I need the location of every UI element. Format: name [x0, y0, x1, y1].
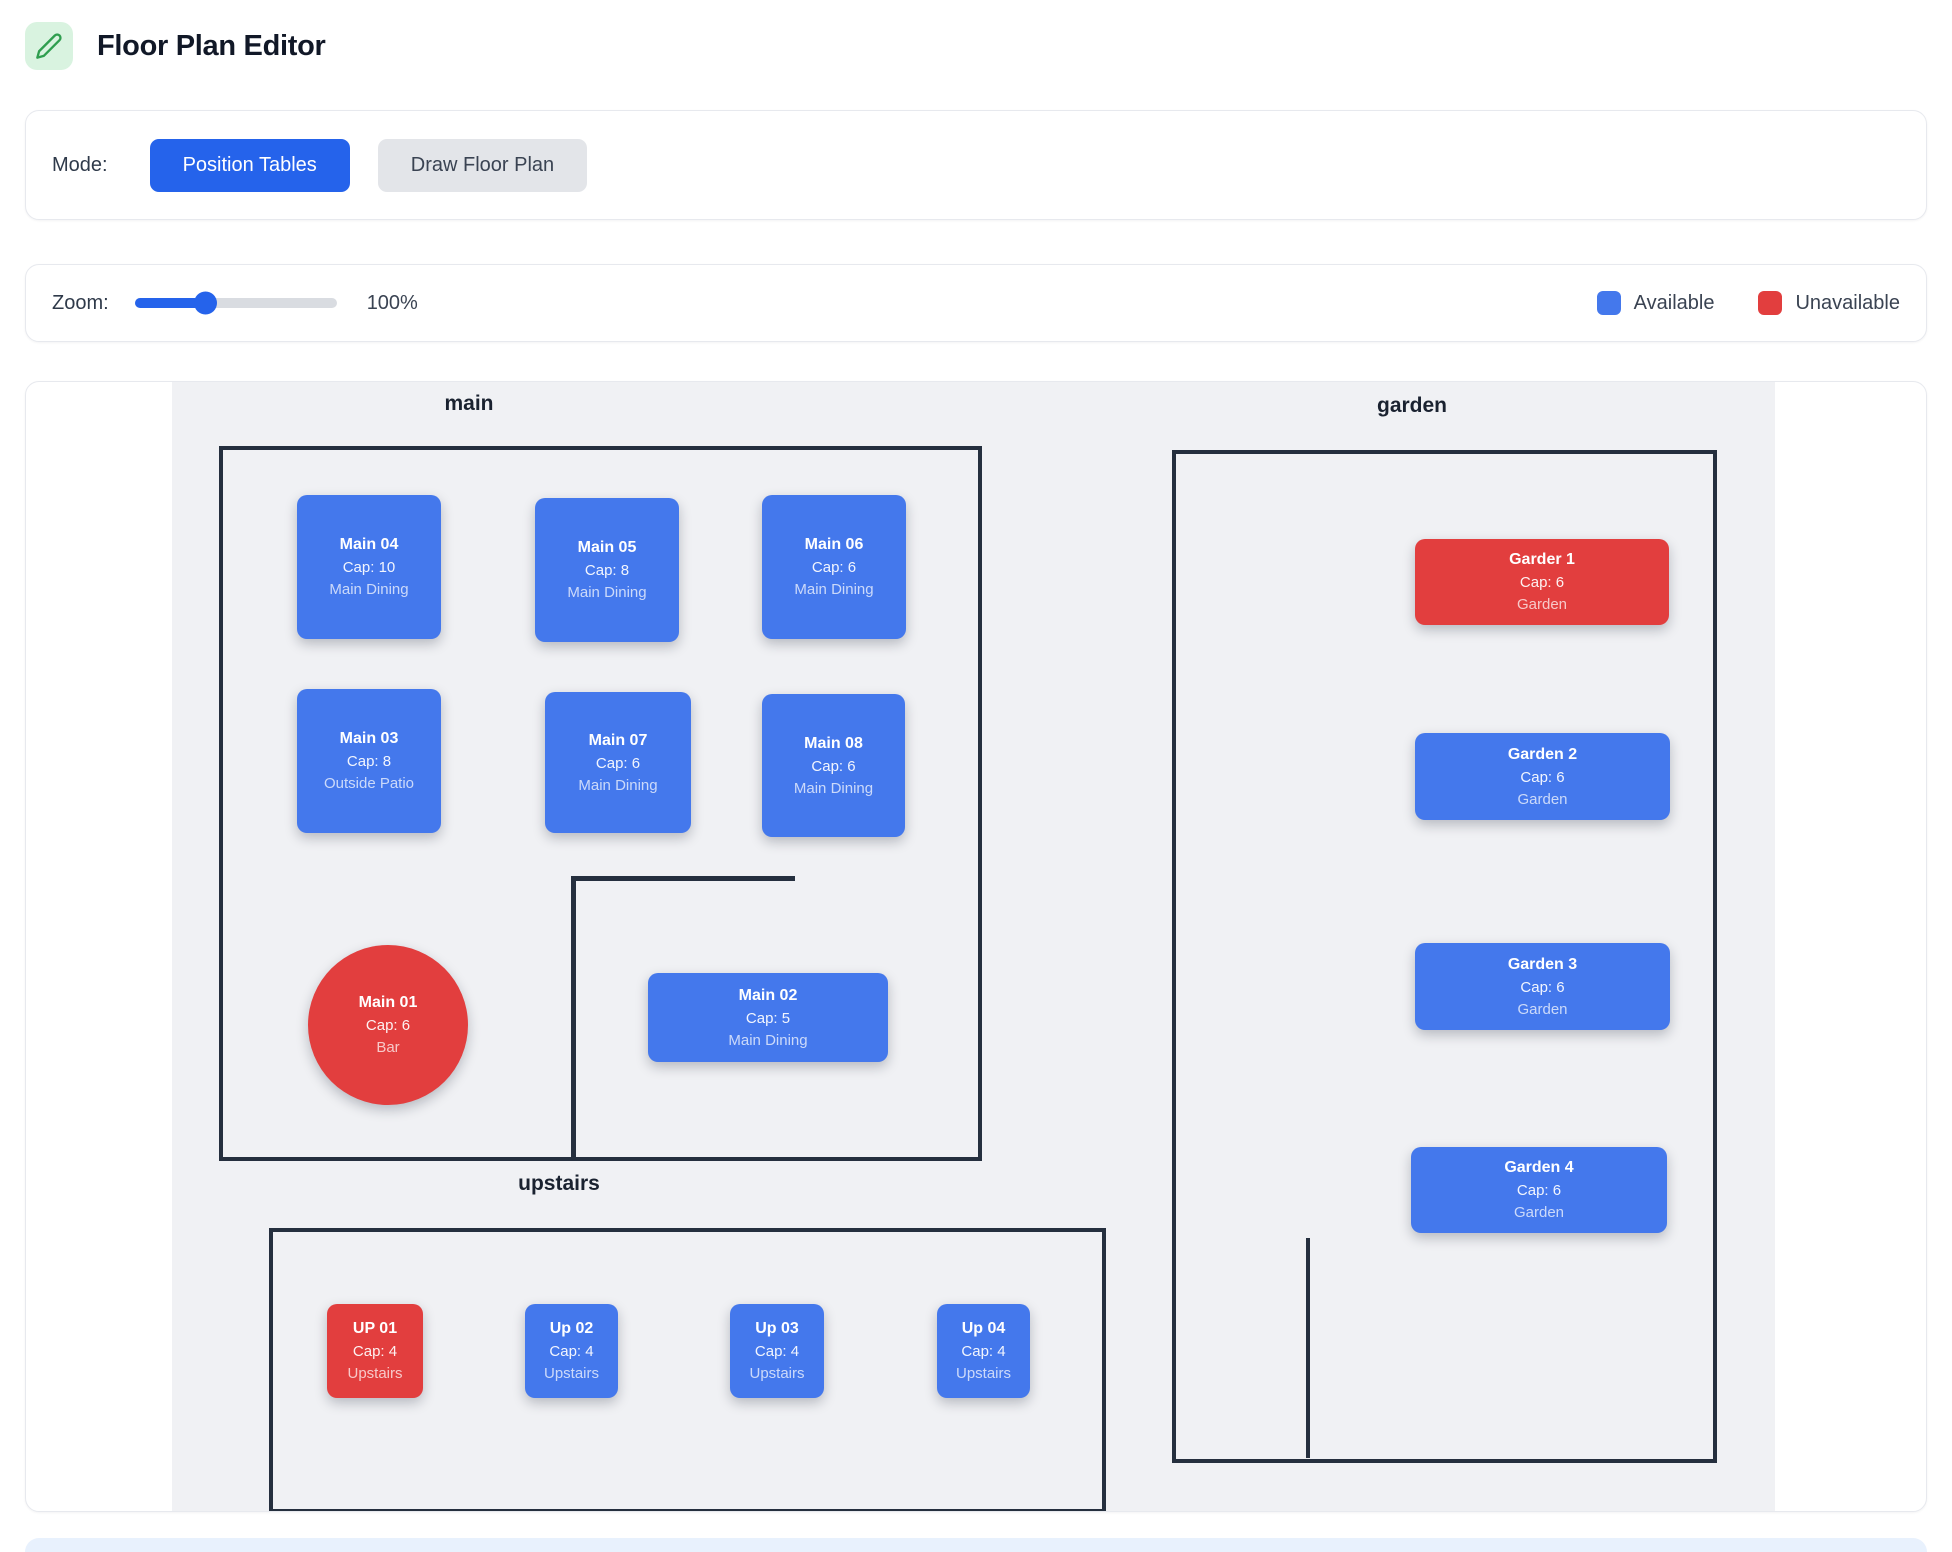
table-main04-capacity: Cap: 10 — [342, 559, 396, 576]
table-main02-capacity: Cap: 5 — [745, 1009, 791, 1027]
table-main05-name: Main 05 — [577, 539, 637, 556]
table-garden3-capacity: Cap: 6 — [1520, 978, 1565, 996]
table-main03-capacity: Cap: 8 — [346, 753, 392, 770]
position-tables-button[interactable]: Position Tables — [149, 138, 350, 192]
table-garden2-capacity: Cap: 6 — [1520, 768, 1565, 786]
table-garden4-name: Garden 4 — [1504, 1159, 1574, 1176]
legend-label-available: Available — [1633, 291, 1715, 314]
unavailable-swatch-icon — [1758, 291, 1783, 315]
region-upstairs-outline — [269, 1228, 1106, 1511]
table-main08-name: Main 08 — [804, 734, 863, 752]
table-main08[interactable]: Main 08 Cap: 6 Main Dining — [762, 694, 905, 837]
table-up03-capacity: Cap: 4 — [754, 1343, 800, 1360]
mode-toolbar: Mode: Position Tables Draw Floor Plan — [25, 110, 1927, 220]
floor-plan-card: main garden upstairs Main 04 Cap: 10 Main Din… — [25, 381, 1927, 1512]
table-up01-name: UP 01 — [352, 1320, 398, 1337]
table-garden1-name: Garder 1 — [1509, 551, 1575, 568]
table-up04-capacity: Cap: 4 — [961, 1343, 1006, 1360]
zoom-toolbar: Zoom: 100% Available Unavailable — [25, 264, 1927, 342]
table-main04[interactable]: Main 04 Cap: 10 Main Dining — [297, 495, 441, 639]
info-panel-top — [25, 1538, 1927, 1552]
table-up03-location: Upstairs — [749, 1365, 805, 1382]
table-main05-location: Main Dining — [567, 584, 647, 601]
table-up02-location: Upstairs — [543, 1365, 599, 1382]
region-main-outline — [219, 446, 982, 1161]
table-main01[interactable]: Main 01 Cap: 6 Bar — [308, 945, 468, 1105]
table-garden3-location: Garden — [1517, 1000, 1568, 1018]
table-main01-name: Main 01 — [358, 994, 418, 1011]
header: Floor Plan Editor — [25, 22, 326, 70]
table-main03-location: Outside Patio — [323, 775, 415, 792]
table-garden1[interactable]: Garder 1 Cap: 6 Garden — [1415, 539, 1669, 625]
table-garden3[interactable]: Garden 3 Cap: 6 Garden — [1415, 943, 1670, 1030]
region-main-label: main — [444, 392, 494, 415]
legend-item-available: Available — [1596, 291, 1715, 315]
pencil-icon — [25, 22, 73, 70]
table-main03[interactable]: Main 03 Cap: 8 Outside Patio — [297, 689, 441, 833]
region-garden-label: garden — [1376, 394, 1448, 417]
table-main06-location: Main Dining — [794, 581, 874, 598]
legend-label-unavailable: Unavailable — [1795, 291, 1900, 314]
table-main05[interactable]: Main 05 Cap: 8 Main Dining — [535, 498, 679, 642]
available-swatch-icon — [1596, 291, 1621, 315]
zoom-slider-fill — [134, 298, 206, 308]
floor-canvas[interactable]: main garden upstairs Main 04 Cap: 10 Main Din… — [172, 382, 1775, 1511]
table-garden1-location: Garden — [1516, 596, 1568, 613]
draw-floor-plan-button[interactable]: Draw Floor Plan — [377, 138, 588, 192]
table-main02-location: Main Dining — [728, 1031, 808, 1049]
table-main07[interactable]: Main 07 Cap: 6 Main Dining — [545, 692, 691, 833]
table-main03-name: Main 03 — [339, 730, 399, 747]
table-up01[interactable]: UP 01 Cap: 4 Upstairs — [327, 1304, 423, 1398]
table-up04-location: Upstairs — [955, 1365, 1011, 1382]
table-main08-location: Main Dining — [793, 779, 874, 797]
table-up04-name: Up 04 — [961, 1320, 1006, 1337]
table-garden4-capacity: Cap: 6 — [1516, 1182, 1562, 1199]
table-main04-location: Main Dining — [329, 581, 409, 598]
table-garden4[interactable]: Garden 4 Cap: 6 Garden — [1411, 1147, 1667, 1233]
table-up02-capacity: Cap: 4 — [549, 1343, 594, 1360]
table-up01-capacity: Cap: 4 — [352, 1343, 398, 1360]
table-up03-name: Up 03 — [755, 1320, 799, 1337]
table-up02[interactable]: Up 02 Cap: 4 Upstairs — [525, 1304, 618, 1398]
page-title: Floor Plan Editor — [97, 29, 326, 62]
table-main08-capacity: Cap: 6 — [811, 757, 856, 775]
table-up04[interactable]: Up 04 Cap: 4 Upstairs — [937, 1304, 1030, 1398]
region-garden-outline — [1172, 450, 1717, 1463]
table-garden2-location: Garden — [1517, 790, 1568, 808]
zoom-label: Zoom: — [52, 291, 109, 314]
table-main02-name: Main 02 — [738, 986, 798, 1004]
wall-segment-1 — [571, 876, 795, 881]
table-main04-name: Main 04 — [339, 536, 399, 553]
table-main07-location: Main Dining — [578, 776, 658, 794]
table-main06-capacity: Cap: 6 — [811, 559, 857, 576]
table-main06-name: Main 06 — [804, 536, 864, 553]
table-main07-capacity: Cap: 6 — [595, 754, 641, 772]
legend: Available Unavailable — [1596, 291, 1900, 315]
zoom-value: 100% — [366, 291, 418, 314]
table-main06[interactable]: Main 06 Cap: 6 Main Dining — [762, 495, 906, 639]
mode-label: Mode: — [52, 153, 108, 176]
table-garden3-name: Garden 3 — [1507, 955, 1578, 973]
wall-segment-3 — [1306, 1238, 1310, 1458]
table-up02-name: Up 02 — [549, 1320, 594, 1337]
legend-item-unavailable: Unavailable — [1758, 291, 1900, 315]
region-upstairs-label: upstairs — [518, 1172, 600, 1195]
zoom-slider[interactable] — [134, 291, 337, 315]
table-garden4-location: Garden — [1513, 1204, 1565, 1221]
table-main01-capacity: Cap: 6 — [365, 1017, 411, 1034]
table-up03[interactable]: Up 03 Cap: 4 Upstairs — [730, 1304, 824, 1398]
table-garden1-capacity: Cap: 6 — [1519, 574, 1565, 591]
table-main01-location: Bar — [376, 1039, 400, 1056]
table-main05-capacity: Cap: 8 — [584, 562, 630, 579]
zoom-slider-thumb[interactable] — [194, 291, 218, 315]
wall-segment-2 — [571, 876, 576, 1161]
table-up01-location: Upstairs — [347, 1365, 403, 1382]
table-main02[interactable]: Main 02 Cap: 5 Main Dining — [648, 973, 888, 1062]
table-main07-name: Main 07 — [588, 731, 648, 749]
table-garden2-name: Garden 2 — [1507, 745, 1578, 763]
table-garden2[interactable]: Garden 2 Cap: 6 Garden — [1415, 733, 1670, 820]
